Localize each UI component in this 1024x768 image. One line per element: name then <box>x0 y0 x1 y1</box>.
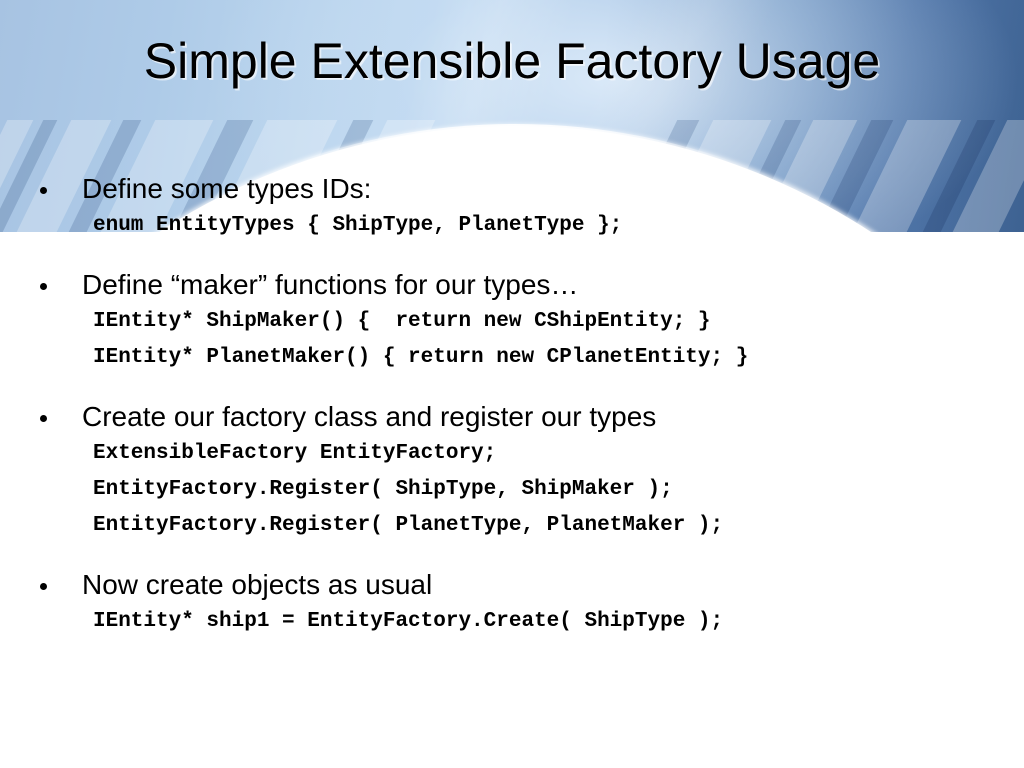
code-line: IEntity* ship1 = EntityFactory.Create( S… <box>93 610 724 633</box>
code-line: ExtensibleFactory EntityFactory; <box>93 442 497 465</box>
content-block: Define some types IDs: enum EntityTypes … <box>0 170 1024 244</box>
bullet-label: Define some types IDs: <box>82 173 372 204</box>
bullet-item: Now create objects as usual <box>0 566 1024 604</box>
code-line: EntityFactory.Register( PlanetType, Plan… <box>93 514 724 537</box>
content-block: Now create objects as usual IEntity* shi… <box>0 566 1024 640</box>
bullet-label: Create our factory class and register ou… <box>82 401 657 432</box>
page-title: Simple Extensible Factory Usage <box>143 33 881 89</box>
bullet-item: Define some types IDs: <box>0 170 1024 208</box>
content-block: Define “maker” functions for our types… … <box>0 266 1024 376</box>
code-line: EntityFactory.Register( ShipType, ShipMa… <box>93 478 673 501</box>
slide-body: Define some types IDs: enum EntityTypes … <box>0 170 1024 662</box>
bullet-dot-icon <box>40 583 47 590</box>
bullet-item: Create our factory class and register ou… <box>0 398 1024 436</box>
bullet-label: Define “maker” functions for our types… <box>82 269 579 300</box>
code-line: IEntity* ShipMaker() { return new CShipE… <box>93 310 711 333</box>
code-line: enum EntityTypes { ShipType, PlanetType … <box>93 214 623 237</box>
code-line: IEntity* PlanetMaker() { return new CPla… <box>93 346 749 369</box>
bullet-dot-icon <box>40 187 47 194</box>
bullet-dot-icon <box>40 415 47 422</box>
content-block: Create our factory class and register ou… <box>0 398 1024 544</box>
bullet-label: Now create objects as usual <box>82 569 433 600</box>
bullet-item: Define “maker” functions for our types… <box>0 266 1024 304</box>
bullet-dot-icon <box>40 283 47 290</box>
